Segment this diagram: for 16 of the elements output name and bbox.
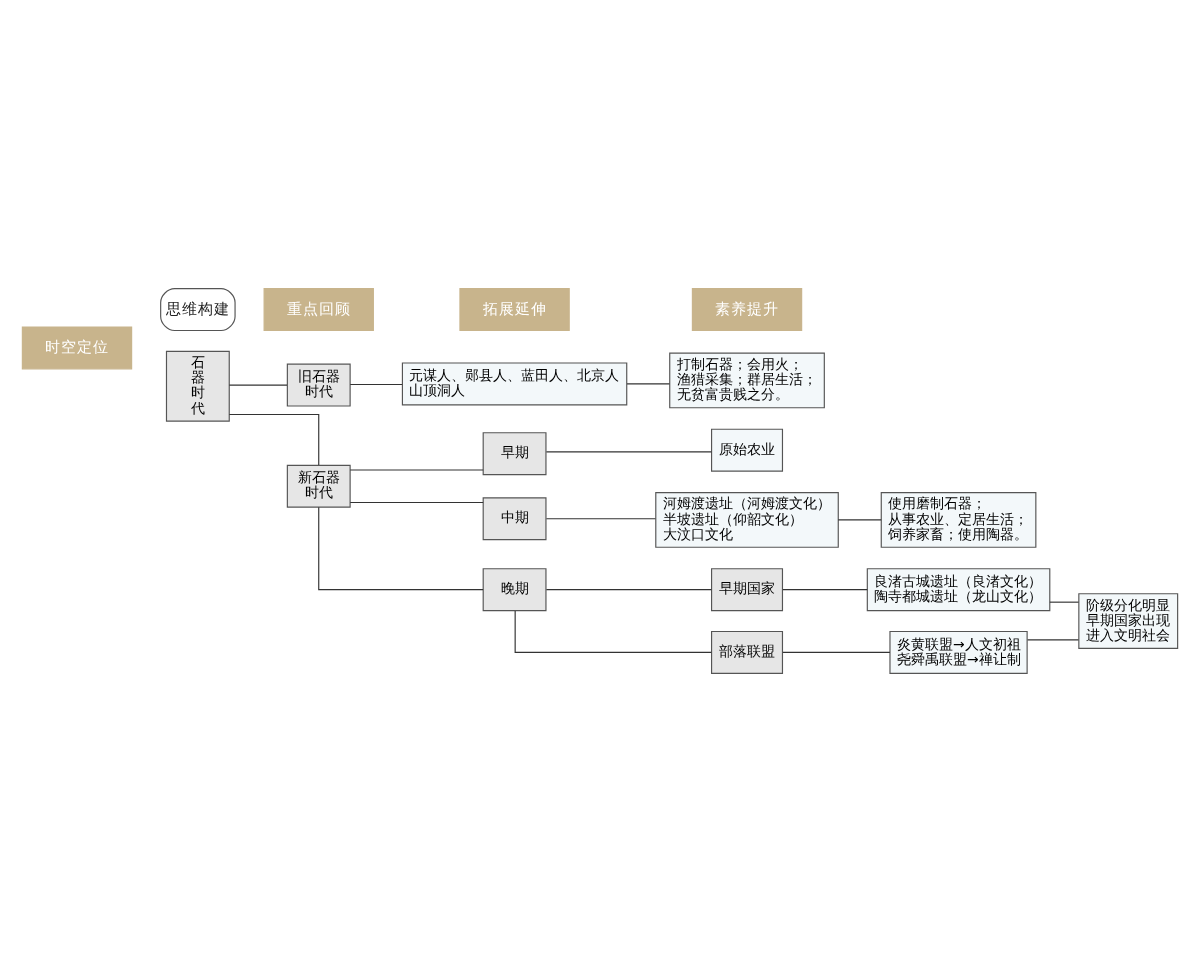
connector bbox=[228, 383, 288, 385]
connector bbox=[1027, 638, 1080, 640]
connector bbox=[545, 450, 712, 452]
connector bbox=[318, 505, 484, 590]
connector bbox=[514, 609, 712, 652]
connector bbox=[228, 412, 320, 465]
connector bbox=[349, 500, 484, 503]
connector bbox=[545, 588, 712, 590]
connector bbox=[1049, 600, 1080, 602]
connector bbox=[545, 517, 657, 519]
connector bbox=[349, 382, 403, 385]
connector bbox=[782, 588, 868, 590]
connector bbox=[626, 382, 671, 384]
connector bbox=[349, 468, 484, 470]
connector bbox=[782, 650, 891, 652]
connector bbox=[837, 518, 882, 520]
